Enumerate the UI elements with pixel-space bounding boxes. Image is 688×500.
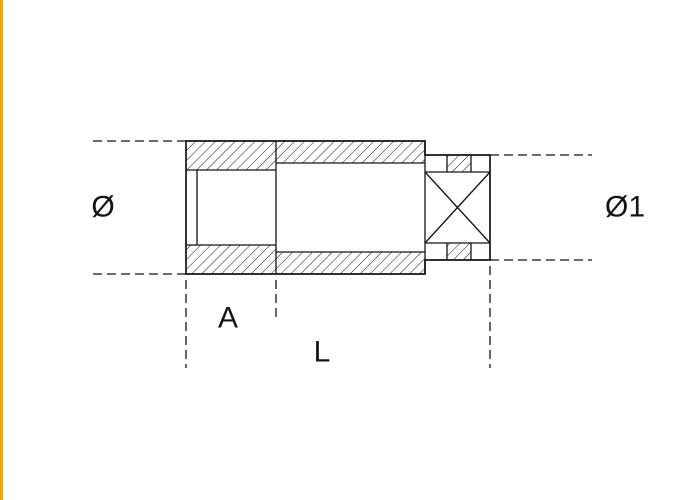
- label-diameter-left: Ø: [91, 191, 114, 224]
- label-diameter-right: Ø1: [605, 191, 645, 224]
- accent-left-bar: [0, 0, 3, 500]
- dimension-extension-lines: [93, 140, 592, 368]
- hatch-middle-bottom-wall: [276, 252, 425, 274]
- hatch-left-top-wall: [186, 141, 276, 170]
- label-depth: A: [218, 302, 238, 335]
- hatch-drive-top-wall: [447, 155, 471, 172]
- hatch-middle-top-wall: [276, 141, 425, 163]
- socket-inner-lines: [186, 141, 490, 274]
- label-length: L: [314, 336, 331, 369]
- hatch-left-bottom-wall: [186, 245, 276, 274]
- square-drive-cross-mark: [424, 171, 491, 244]
- hatched-wall-sections: [186, 141, 471, 274]
- hatch-drive-bottom-wall: [447, 243, 471, 260]
